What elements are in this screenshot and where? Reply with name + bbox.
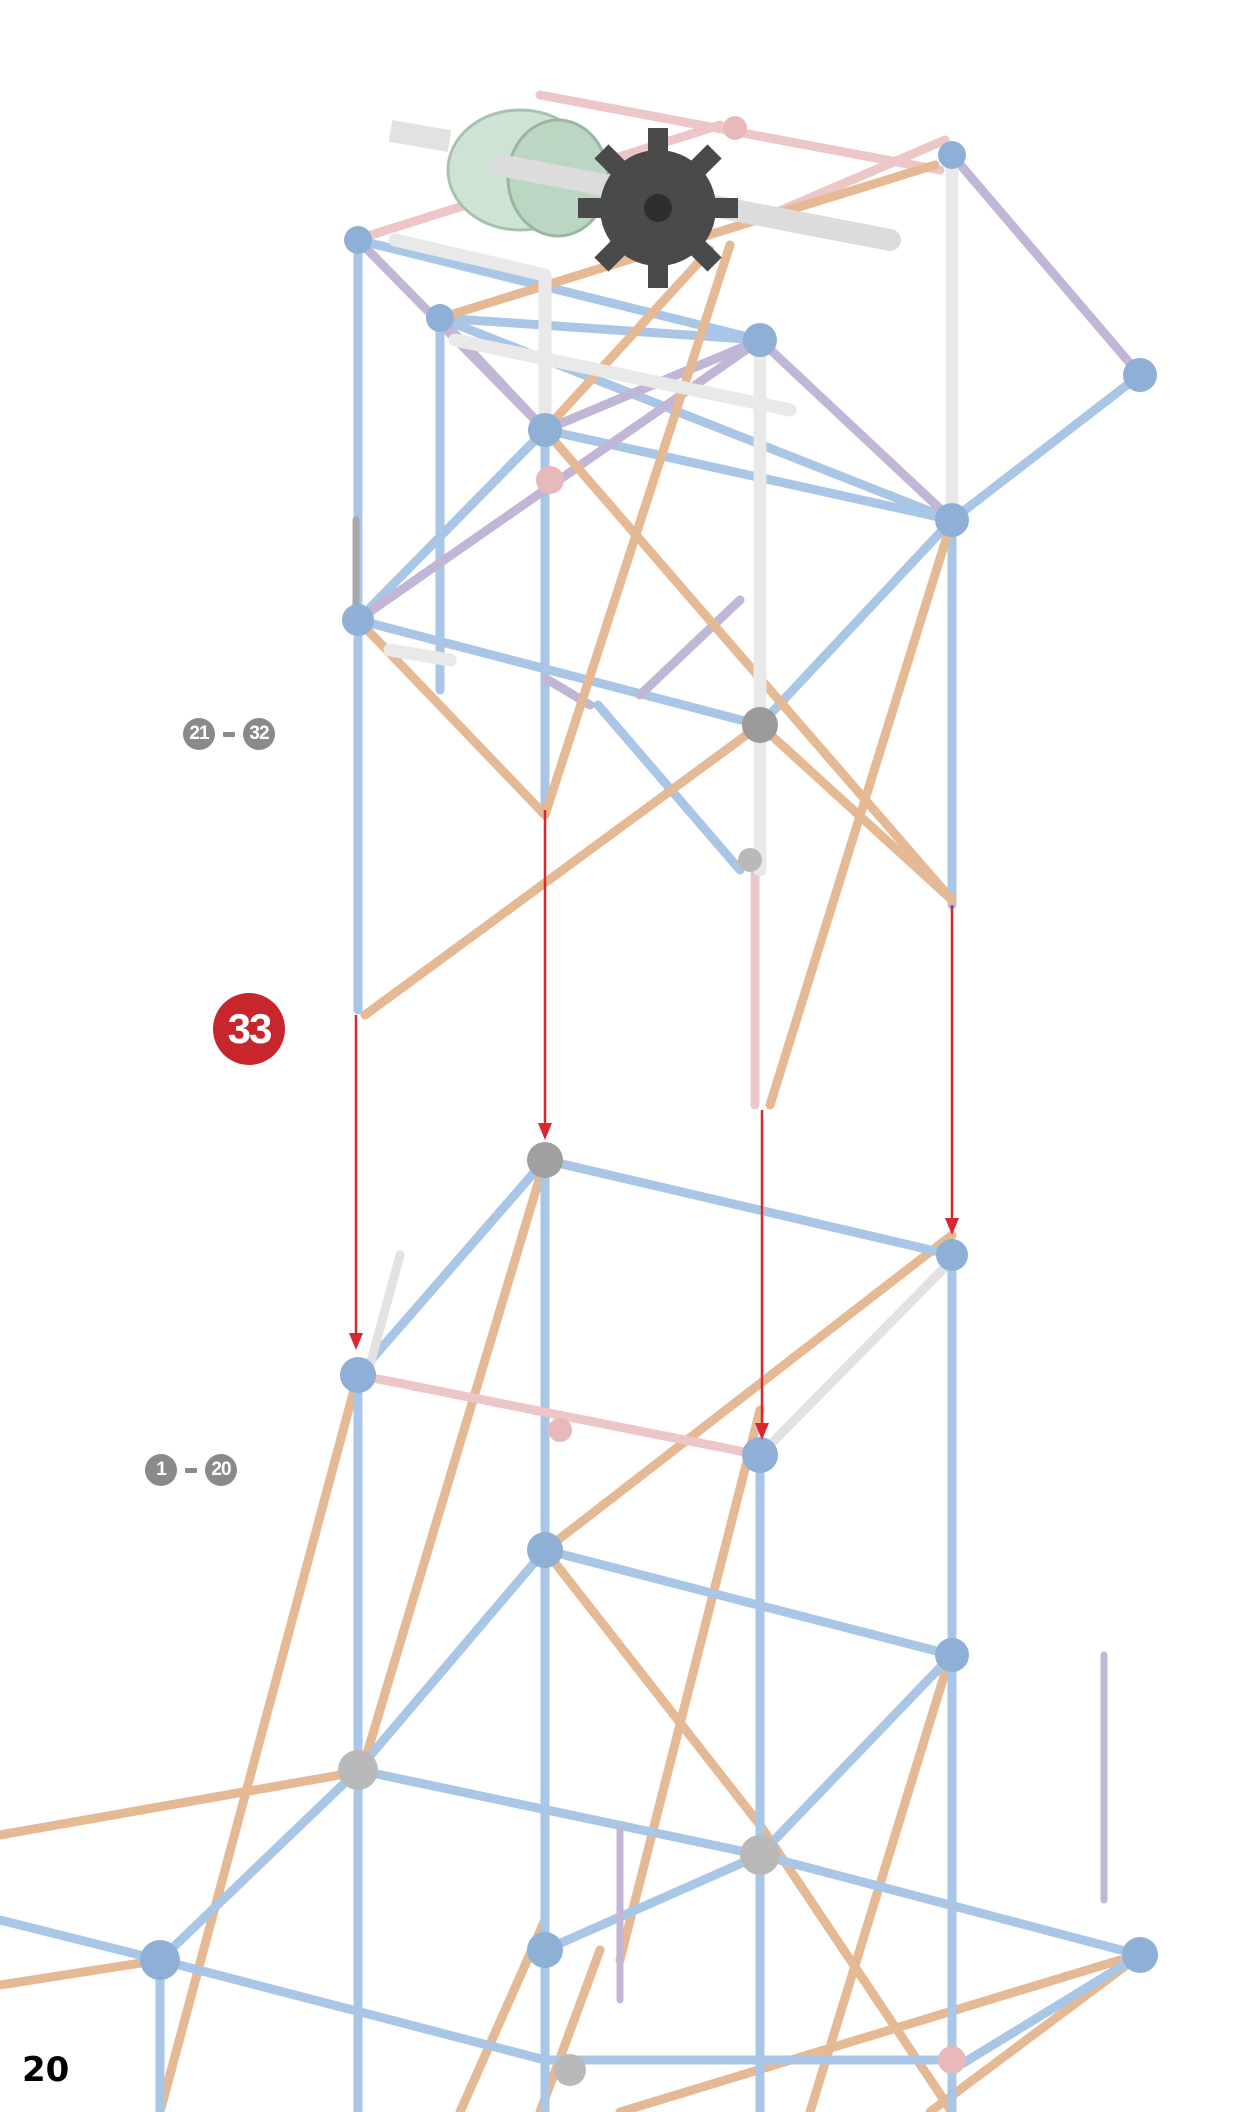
lower-connectors xyxy=(140,1142,1158,2086)
guide-arrows xyxy=(349,810,959,1440)
step-range-upper: 21 32 xyxy=(183,717,275,751)
arrow-down-icon xyxy=(945,905,959,1235)
purple-rods xyxy=(353,150,1145,710)
step-range-lower-to: 20 xyxy=(205,1454,237,1486)
lower-white-rods xyxy=(365,1250,957,1460)
step-range-lower: 1 20 xyxy=(145,1453,237,1487)
current-step-badge: 33 xyxy=(213,993,285,1065)
step-range-lower-from: 1 xyxy=(145,1454,177,1486)
page-number: 20 xyxy=(22,2050,70,2090)
upper-connectors xyxy=(342,116,1157,872)
arrow-down-icon xyxy=(755,1110,769,1440)
orange-rods xyxy=(353,160,957,1110)
gear-icon xyxy=(578,128,738,288)
upper-blue-rods xyxy=(353,155,1145,1015)
arrow-down-icon xyxy=(538,810,552,1140)
lower-pink-rods xyxy=(353,1370,765,1460)
white-rods xyxy=(383,143,959,877)
step-range-upper-from: 21 xyxy=(183,718,215,750)
lower-purple-rods xyxy=(616,1651,1108,2004)
range-dash xyxy=(223,731,235,737)
motor-assembly xyxy=(388,108,901,288)
step-range-upper-to: 32 xyxy=(243,718,275,750)
lower-orange-rods xyxy=(0,1155,1145,2112)
upper-module xyxy=(350,90,1145,1110)
range-dash xyxy=(185,1467,197,1473)
arrow-down-icon xyxy=(349,1015,363,1350)
